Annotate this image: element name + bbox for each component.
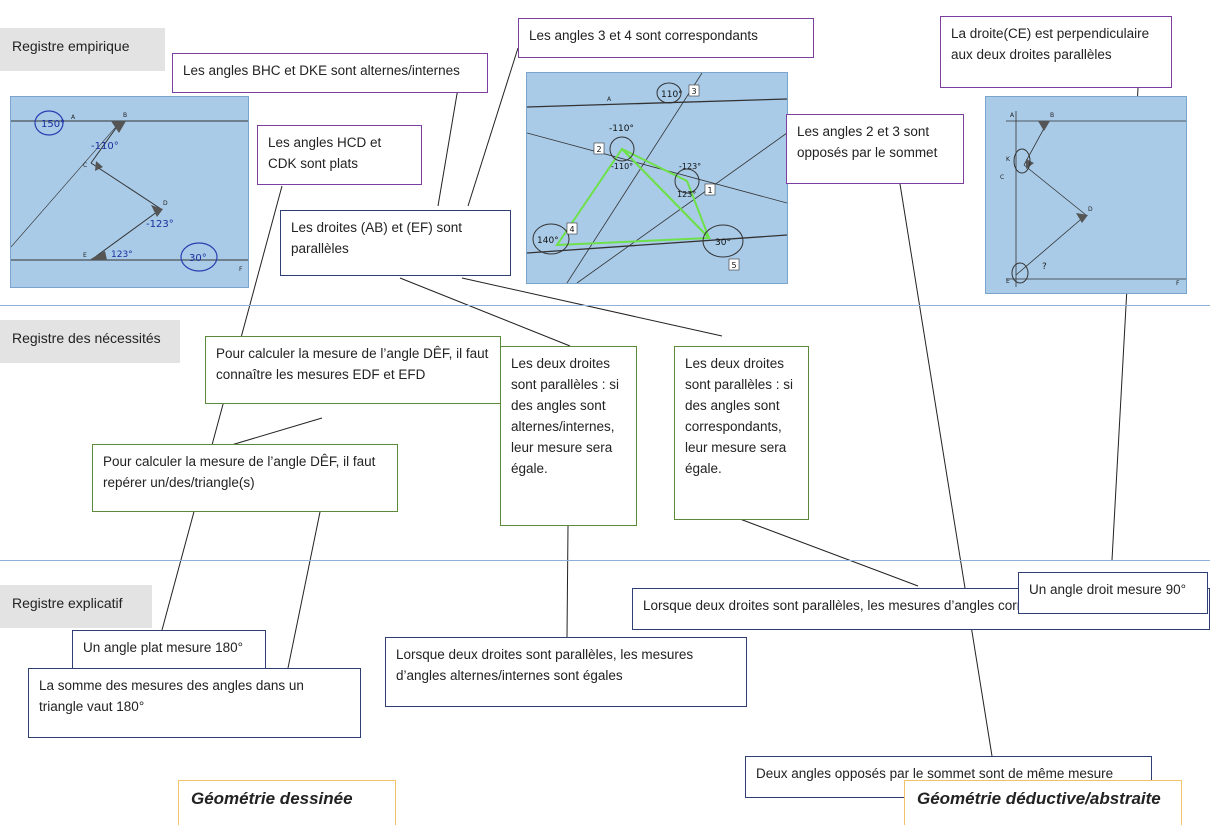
register-empirique-label: Registre empirique	[0, 28, 165, 71]
figure2-number: 2	[597, 145, 602, 154]
box-angles-2-3-opposes: Les angles 2 et 3 sont opposés par le so…	[786, 114, 964, 184]
figure2-label: -110°	[609, 124, 634, 134]
figure-3-empirical: K B A C D E F ?	[985, 96, 1187, 294]
figure1-label: 150°	[41, 119, 65, 130]
figure2-number: 1	[708, 186, 713, 195]
figure1-label: 123°	[111, 250, 133, 260]
connector-line	[899, 183, 993, 757]
footer-geometrie-deductive: Géométrie déductive/abstraite	[904, 780, 1182, 825]
svg-text:K: K	[1006, 156, 1011, 163]
divider-line	[0, 305, 1210, 306]
figure2-number: 3	[692, 87, 697, 96]
figure1-label: 30°	[189, 253, 207, 264]
box-hcd-cdk-plats: Les angles HCD et CDK sont plats	[257, 125, 422, 185]
connector-line	[739, 518, 919, 587]
figure2-label: 140°	[537, 236, 559, 246]
connector-line	[227, 417, 323, 447]
figure2-label: -110°	[611, 162, 633, 171]
figure1-label: -123°	[146, 219, 174, 230]
connector-line	[566, 525, 569, 638]
svg-text:A: A	[1010, 112, 1015, 119]
footer-geometrie-dessinee: Géométrie dessinée	[178, 780, 396, 825]
svg-text:B: B	[1050, 112, 1054, 119]
box-angles-3-4-correspondants: Les angles 3 et 4 sont correspondants	[518, 18, 814, 58]
box-calcul-triangle: Pour calculer la mesure de l’angle DÊF, …	[92, 444, 398, 512]
connector-line	[287, 511, 321, 669]
box-somme-triangle-180: La somme des mesures des angles dans un …	[28, 668, 361, 738]
svg-text:E: E	[1006, 278, 1010, 285]
figure3-question: ?	[1042, 262, 1047, 272]
box-alternes-theoreme: Lorsque deux droites sont parallèles, le…	[385, 637, 747, 707]
figure2-number: 4	[570, 225, 575, 234]
figure-1-empirical: 150° -110° -123° 123° 30° A B C D E F	[10, 96, 249, 288]
svg-text:C: C	[83, 162, 87, 169]
figure2-label: 123°	[677, 190, 696, 199]
figure2-label: -123°	[679, 162, 701, 171]
box-angle-droit-90: Un angle droit mesure 90°	[1018, 572, 1208, 614]
box-alternes-internes-egales: Les deux droites sont parallèles : si de…	[500, 346, 637, 526]
svg-text:C: C	[1000, 174, 1004, 181]
svg-text:A: A	[71, 114, 76, 121]
svg-text:D: D	[1088, 206, 1093, 213]
figure1-label: -110°	[91, 141, 119, 152]
box-correspondants-egales: Les deux droites sont parallèles : si de…	[674, 346, 809, 520]
svg-text:F: F	[239, 266, 243, 273]
figure-2-empirical: 110° -110° -110° -123° 123° 140° 30° A 1…	[526, 72, 788, 284]
figure2-label: 30°	[715, 238, 731, 248]
box-bhc-dke-alternes: Les angles BHC et DKE sont alternes/inte…	[172, 53, 488, 93]
connector-line	[437, 87, 459, 207]
svg-text:B: B	[123, 112, 127, 119]
divider-line	[0, 560, 1210, 561]
svg-text:E: E	[83, 252, 87, 259]
box-angle-plat-180: Un angle plat mesure 180°	[72, 630, 266, 670]
box-ab-ef-paralleles: Les droites (AB) et (EF) sont parallèles	[280, 210, 511, 276]
figure2-number: 5	[732, 261, 737, 270]
connector-line	[461, 277, 723, 337]
box-ce-perpendiculaire: La droite(CE) est perpendiculaire aux de…	[940, 16, 1172, 88]
register-explicatif-label: Registre explicatif	[0, 585, 152, 628]
box-calcul-edf-efd: Pour calculer la mesure de l’angle DÊF, …	[205, 336, 501, 404]
figure2-label: 110°	[661, 90, 683, 100]
svg-text:A: A	[607, 96, 612, 103]
svg-text:D: D	[163, 200, 168, 207]
register-necessites-label: Registre des nécessités	[0, 320, 180, 363]
svg-text:F: F	[1176, 280, 1180, 287]
